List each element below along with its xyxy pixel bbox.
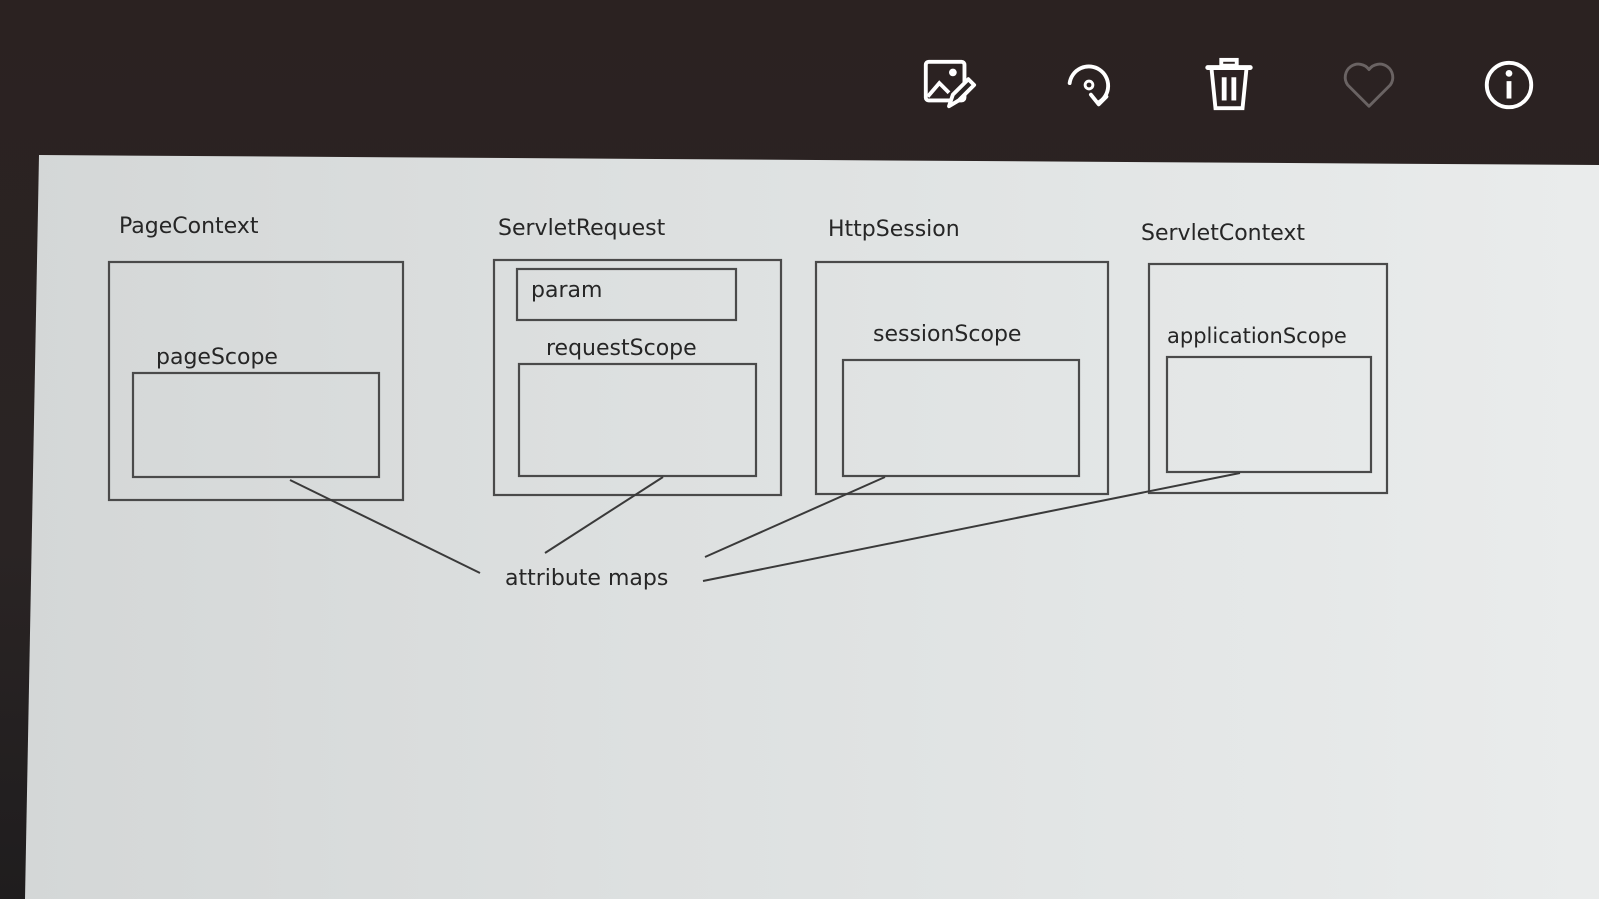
httpsession-box [814,260,1110,496]
delete-button[interactable] [1199,55,1259,115]
servletcontext-title: ServletContext [1141,221,1305,246]
pagecontext-box [107,260,405,502]
heart-icon [1343,62,1395,108]
servletcontext-box [1147,262,1389,495]
edit-image-icon [923,59,977,109]
trash-icon [1205,57,1253,111]
info-button[interactable] [1479,55,1539,115]
requestscope-label: requestScope [546,336,697,361]
pagecontext-title: PageContext [119,214,259,239]
rotate-button[interactable] [1059,55,1119,115]
favorite-button[interactable] [1339,55,1399,115]
requestscope-box [517,362,758,478]
param-label: param [531,278,602,303]
param-box [515,267,738,322]
servletrequest-title: ServletRequest [498,216,666,241]
applicationscope-connector [702,472,1241,582]
requestscope-connector [544,476,664,554]
sessionscope-box [841,358,1081,478]
httpsession-title: HttpSession [828,217,960,242]
sessionscope-connector [704,476,886,558]
applicationscope-label: applicationScope [1167,324,1347,348]
sessionscope-label: sessionScope [873,322,1021,347]
edit-image-button[interactable] [919,55,979,115]
viewer-toolbar [919,40,1539,130]
info-icon [1484,60,1534,110]
rotate-icon [1067,64,1111,107]
applicationscope-box [1165,355,1373,474]
servletrequest-box [492,258,783,497]
attribute-maps-label: attribute maps [505,566,668,591]
photo-canvas [25,155,1599,899]
pagescope-box [131,371,381,479]
pagescope-label: pageScope [156,345,278,370]
pagescope-connector [289,479,481,574]
